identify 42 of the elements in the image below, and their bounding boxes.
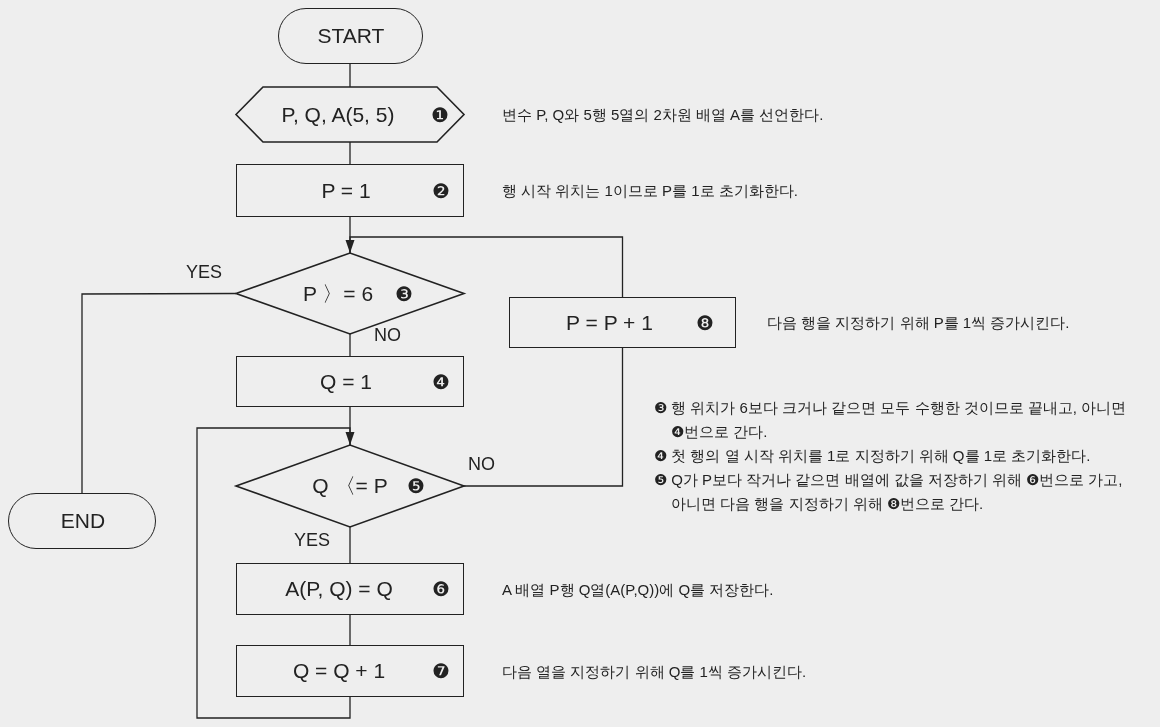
explanation-text: ❸ 행 위치가 6보다 크거나 같으면 모두 수행한 것이므로 끝내고, 아니면 ❹번으로 간다. — [654, 398, 1128, 442]
terminal-text: END — [60, 509, 106, 533]
step-number: ❷ — [432, 178, 450, 203]
arrow — [345, 236, 624, 298]
process-box — [236, 645, 464, 697]
connector-line — [463, 347, 624, 487]
connector-line — [349, 333, 351, 357]
step-number: ❻ — [432, 577, 450, 601]
formula-text: A(P, Q) = Q — [285, 577, 393, 601]
step-number: ❸ — [395, 281, 413, 306]
formula-text: Q = 1 — [320, 369, 372, 394]
formula-text: P = P + 1 — [566, 310, 653, 335]
step-number: ❽ — [695, 310, 714, 335]
formula-text: Q = Q + 1 — [292, 659, 386, 683]
formula-text: P, Q, A(5, 5) — [281, 102, 395, 127]
explanation-text: ❺ Q가 P보다 작거나 같으면 배열에 값을 저장하기 위해 ❻번으로 가고, 아니면 다음 행을 지정하기 위해 ❽번으로 간다. — [654, 470, 1124, 514]
note-text: 다음 열을 지정하기 위해 Q를 1씩 증가시킨다. — [502, 662, 807, 682]
explanation-text: ❹ 첫 행의 열 시작 위치를 1로 지정하기 위해 Q를 1로 초기화한다. — [654, 446, 1092, 466]
connector-line — [349, 141, 351, 165]
step-number: ❹ — [432, 369, 450, 394]
step-number: ❶ — [431, 102, 449, 127]
connector-line — [81, 292, 237, 494]
note-text: 행 시작 위치는 1이므로 P를 1로 초기화한다. — [502, 181, 798, 201]
decision-diamond — [236, 445, 464, 527]
formula-text: P = 1 — [321, 178, 371, 203]
connector-line — [349, 63, 351, 88]
process-box — [236, 356, 464, 407]
note-text: A 배열 P행 Q열(A(P,Q))에 Q를 저장한다. — [502, 580, 774, 600]
connector-line — [349, 614, 351, 646]
note-text: 다음 행을 지정하기 위해 P를 1씩 증가시킨다. — [767, 313, 1070, 333]
process-box — [236, 164, 464, 217]
arrow — [196, 427, 355, 719]
preparation-hexagon — [236, 87, 464, 142]
formula-text: Q 〈= P — [312, 473, 388, 499]
process-box — [236, 563, 464, 615]
connector-line — [349, 526, 351, 564]
process-box — [509, 297, 736, 348]
formula-text: P 〉= 6 — [302, 280, 374, 307]
step-number: ❺ — [407, 474, 425, 498]
step-number: ❼ — [432, 659, 450, 683]
note-text: 변수 P, Q와 5행 5열의 2차원 배열 A를 선언한다. — [502, 105, 824, 125]
terminal-text: START — [317, 24, 385, 48]
